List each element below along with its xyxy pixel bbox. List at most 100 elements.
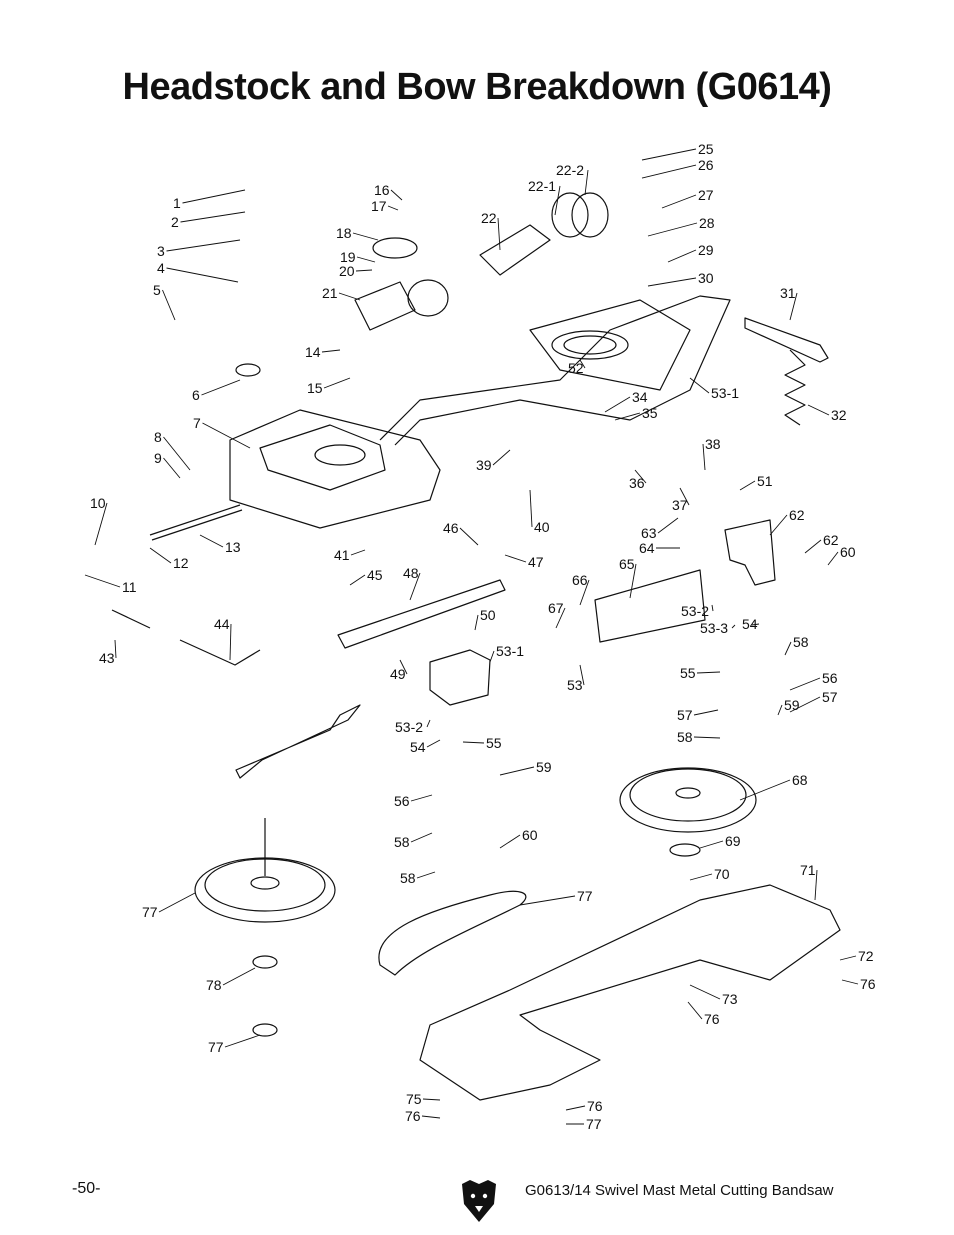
leader-line [356, 256, 376, 263]
leader-line [492, 449, 511, 466]
part-label: 19 [340, 249, 356, 265]
part-label: 7 [193, 415, 201, 431]
part-label: 77 [142, 904, 158, 920]
leader-line [497, 217, 501, 251]
leader-line [661, 194, 697, 209]
part-label: 30 [698, 270, 714, 286]
leader-line [321, 349, 341, 353]
leader-line [462, 741, 485, 744]
part-label: 48 [403, 565, 419, 581]
bow-casting [379, 295, 731, 446]
part-label: 77 [208, 1039, 224, 1055]
part-label: 20 [339, 263, 355, 279]
handle-grip [111, 609, 151, 629]
part-label: 58 [400, 870, 416, 886]
leader-line [839, 955, 857, 961]
leader-line [641, 148, 697, 161]
part-label: 34 [632, 389, 648, 405]
part-label: 35 [642, 405, 658, 421]
part-label: 5 [153, 282, 161, 298]
leader-line [162, 289, 176, 321]
leader-line [350, 549, 366, 556]
part-label: 63 [641, 525, 657, 541]
leader-line [739, 779, 791, 801]
part-label: 37 [672, 497, 688, 513]
leader-line [689, 984, 721, 1000]
leader-line [647, 277, 697, 287]
grizzly-bear-logo-icon [462, 1180, 496, 1222]
part-label: 67 [548, 600, 564, 616]
leader-line [789, 677, 821, 691]
leader-line [751, 623, 760, 626]
part-label: 57 [677, 707, 693, 723]
blade-guide-block [429, 649, 491, 706]
part-label: 58 [793, 634, 809, 650]
leader-line [807, 404, 830, 416]
part-label: 22-1 [528, 178, 556, 194]
leader-line [426, 719, 431, 728]
part-label: 12 [173, 555, 189, 571]
part-label: 32 [831, 407, 847, 423]
bow-arm [229, 409, 441, 529]
part-label: 53-2 [395, 719, 423, 735]
part-label: 59 [784, 697, 800, 713]
part-label: 77 [577, 888, 593, 904]
leader-line [679, 487, 690, 506]
leader-line [657, 517, 679, 534]
leader-line [149, 547, 172, 564]
leader-line [693, 709, 719, 716]
part-label: 44 [214, 616, 230, 632]
manual-title: G0613/14 Swivel Mast Metal Cutting Bands… [525, 1182, 834, 1199]
part-label: 40 [534, 519, 550, 535]
part-label: 53-1 [711, 385, 739, 401]
leader-line [352, 232, 379, 241]
leader-line [222, 967, 256, 986]
headstock-plate [529, 299, 691, 391]
part-label: 22-2 [556, 162, 584, 178]
part-label: 13 [225, 539, 241, 555]
leader-line [555, 607, 566, 629]
leader-line [202, 422, 251, 449]
part-label: 59 [536, 759, 552, 775]
leader-line [641, 164, 697, 179]
part-label: 22 [481, 210, 497, 226]
part-label: 15 [307, 380, 323, 396]
part-label: 60 [522, 827, 538, 843]
leader-line [769, 514, 788, 536]
part-label: 50 [480, 607, 496, 623]
part-label: 76 [860, 976, 876, 992]
lower-guard [419, 884, 841, 1101]
leader-line [554, 185, 561, 216]
part-label: 64 [639, 540, 655, 556]
page-number: -50- [72, 1180, 101, 1197]
part-label: 68 [792, 772, 808, 788]
tension-spring [784, 349, 806, 426]
part-label: 21 [322, 285, 338, 301]
leader-line [584, 169, 589, 196]
part-label: 58 [394, 834, 410, 850]
leader-line [421, 1115, 441, 1119]
leader-line [410, 832, 433, 843]
tension-handle [179, 639, 261, 666]
snap-ring-80 [252, 1023, 278, 1037]
part-label: 16 [374, 182, 390, 198]
leader-line [499, 834, 521, 849]
bearing-6b [252, 955, 278, 969]
leader-line [410, 794, 433, 802]
leader-line [696, 671, 721, 674]
leader-line [629, 563, 637, 599]
part-label: 3 [157, 243, 165, 259]
leader-line [777, 704, 783, 716]
part-label: 57 [822, 689, 838, 705]
part-label: 14 [305, 344, 321, 360]
part-label: 52 [568, 360, 584, 376]
part-label: 71 [800, 862, 816, 878]
part-label: 76 [405, 1108, 421, 1124]
leader-line [323, 377, 351, 389]
leader-line [355, 269, 373, 272]
leader-line [647, 222, 698, 237]
leader-line [163, 436, 191, 471]
part-label: 56 [822, 670, 838, 686]
part-label: 54 [410, 739, 426, 755]
